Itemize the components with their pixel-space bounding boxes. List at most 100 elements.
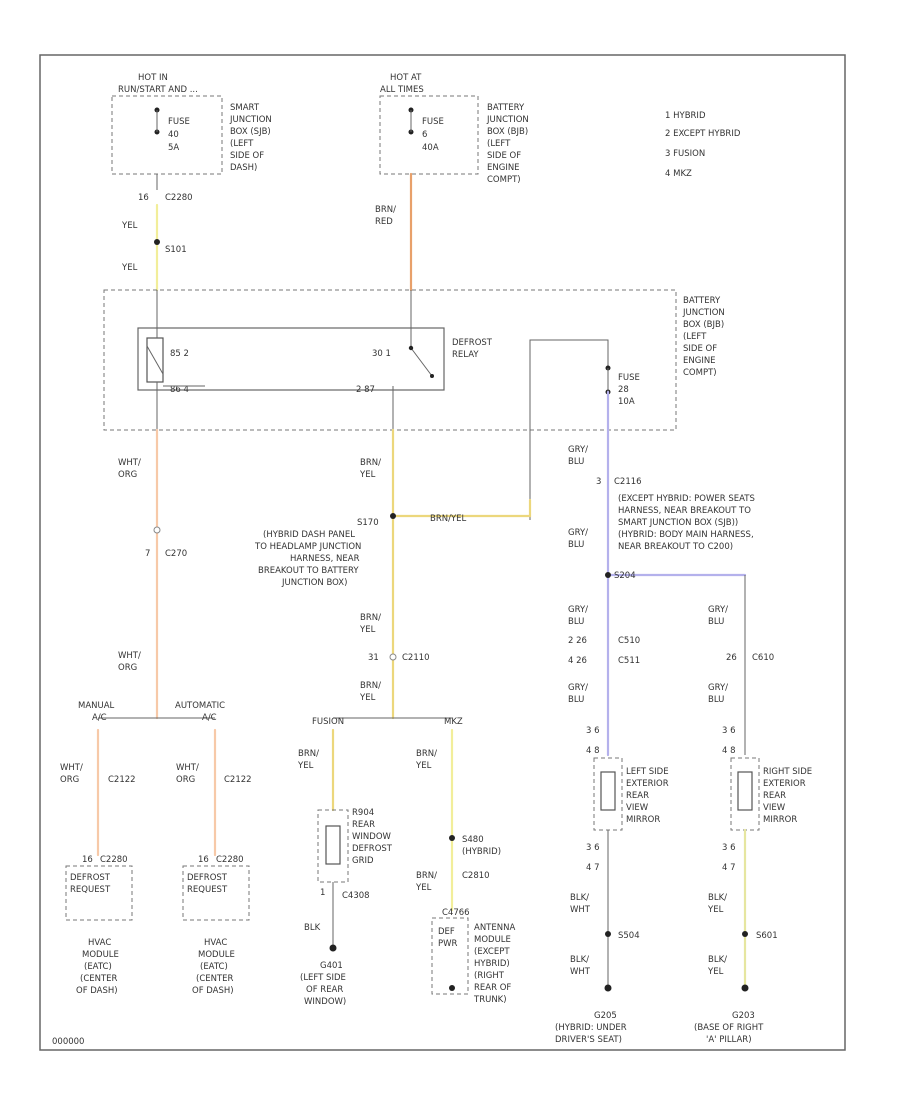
connector-label: C2116 bbox=[614, 477, 642, 487]
pin-label: 16 bbox=[198, 855, 209, 865]
connector-label: C510 bbox=[618, 636, 640, 646]
wire-color-label: YEL bbox=[121, 221, 138, 231]
module-label: OF DASH) bbox=[192, 986, 234, 996]
wire-color-label: ORG bbox=[118, 470, 137, 480]
hvac-module-box bbox=[182, 865, 250, 921]
ground-label: (HYBRID: UNDER bbox=[555, 1023, 627, 1033]
hvac-module-box bbox=[65, 865, 133, 921]
component-label: EXTERIOR bbox=[763, 779, 806, 789]
wire-color-label: YEL bbox=[415, 761, 432, 771]
right-side-mirror: 3 6 4 8 RIGHT SIDE EXTERIOR REAR VIEW MI… bbox=[722, 726, 812, 873]
splice-label: S101 bbox=[165, 245, 187, 255]
legend-item: 4 MKZ bbox=[665, 169, 692, 179]
ground-g203 bbox=[741, 984, 749, 992]
bjb-label: (LEFT bbox=[683, 332, 707, 342]
fuse-label: FUSE bbox=[168, 117, 190, 127]
bjb-outline bbox=[103, 289, 677, 431]
pin-label: 4 8 bbox=[586, 746, 600, 756]
module-label: ANTENNA bbox=[474, 923, 515, 933]
ground-g205 bbox=[604, 984, 612, 992]
wire-color-label: ORG bbox=[118, 663, 137, 673]
component-label: MIRROR bbox=[626, 815, 660, 825]
wire-color-label: BRN/ bbox=[360, 458, 381, 468]
wire-color-label: YEL bbox=[297, 761, 314, 771]
rear-window-defrost-grid: R904 REAR WINDOW DEFROST GRID bbox=[317, 808, 393, 883]
splice-note: HARNESS, NEAR bbox=[290, 554, 360, 564]
wire-color-label: WHT bbox=[570, 967, 591, 977]
connector-label: C2122 bbox=[224, 775, 252, 785]
wire-color-label: BLK/ bbox=[570, 893, 589, 903]
hot-at-source: HOT AT ALL TIMES FUSE 6 40A BATTERY JUNC… bbox=[379, 73, 529, 185]
module-label: TRUNK) bbox=[473, 995, 507, 1005]
wire-color-label: YEL bbox=[359, 693, 376, 703]
bjb-label: BATTERY bbox=[683, 296, 721, 306]
splice-s504 bbox=[605, 931, 611, 937]
antenna-ground bbox=[449, 985, 455, 991]
diagram-id: 000000 bbox=[52, 1037, 84, 1047]
hvac-module-automatic: 16 C2280 DEFROST REQUEST HVAC MODULE (EA… bbox=[182, 855, 250, 996]
sjb-label: BOX (SJB) bbox=[230, 127, 271, 137]
legend-item: 1 HYBRID bbox=[665, 111, 706, 121]
wire-color-label: GRY/ bbox=[568, 445, 588, 455]
wire-color-label: BRN/ bbox=[360, 681, 381, 691]
relay-coil bbox=[146, 337, 164, 383]
module-pin-label: DEF bbox=[438, 927, 455, 937]
pin-label: 1 bbox=[320, 888, 325, 898]
bjb-label: BOX (BJB) bbox=[487, 127, 528, 137]
wire-color-label: YEL bbox=[707, 967, 724, 977]
splice-s170 bbox=[390, 513, 396, 519]
ground-label: DRIVER'S SEAT) bbox=[555, 1035, 622, 1045]
wire-color-label: BRN/ bbox=[375, 205, 396, 215]
sjb-label: SIDE OF bbox=[230, 151, 264, 161]
module-label: (EATC) bbox=[84, 962, 112, 972]
mirror-heater bbox=[600, 771, 616, 811]
splice-s601 bbox=[742, 931, 748, 937]
option-label: A/C bbox=[202, 713, 217, 723]
pin-label: 3 6 bbox=[586, 726, 600, 736]
module-label: HVAC bbox=[88, 938, 111, 948]
bjb-label: (LEFT bbox=[487, 139, 511, 149]
module-label: (EATC) bbox=[200, 962, 228, 972]
bjb-label: ENGINE bbox=[683, 356, 716, 366]
component-label: REAR bbox=[626, 791, 649, 801]
bjb-label: BOX (BJB) bbox=[683, 320, 724, 330]
relay-label: DEFROST bbox=[452, 338, 493, 348]
bjb-label: SIDE OF bbox=[683, 344, 717, 354]
sjb-label: DASH) bbox=[230, 163, 257, 173]
module-pin-label: DEFROST bbox=[70, 873, 111, 883]
wire-color-label: WHT/ bbox=[118, 651, 141, 661]
wire-segment bbox=[529, 339, 609, 520]
pin-label: 4 7 bbox=[722, 863, 736, 873]
wire-color-label: BRN/ bbox=[416, 871, 437, 881]
sjb-label: SMART bbox=[230, 103, 260, 113]
component-label: VIEW bbox=[626, 803, 649, 813]
fuse-label: 40A bbox=[422, 143, 439, 153]
wire-color-label: BRN/ bbox=[360, 613, 381, 623]
relay-pin-label: 30 1 bbox=[372, 349, 391, 359]
component-label: RIGHT SIDE bbox=[763, 767, 812, 777]
pin-label: 4 26 bbox=[568, 656, 587, 666]
wire-color-label: BRN/ bbox=[298, 749, 319, 759]
source-label: ALL TIMES bbox=[380, 85, 424, 95]
component-label: REAR bbox=[763, 791, 786, 801]
splice-label: S504 bbox=[618, 931, 640, 941]
mirror-outline bbox=[593, 757, 623, 831]
connector-label: C2280 bbox=[165, 193, 193, 203]
pin-label: 3 6 bbox=[722, 843, 736, 853]
defrost-relay-body bbox=[137, 327, 445, 391]
relay-pin-label: 86 4 bbox=[170, 385, 189, 395]
splice-note: HARNESS, NEAR BREAKOUT TO bbox=[618, 506, 751, 516]
pin-label: 4 7 bbox=[586, 863, 600, 873]
wire-color-label: BLU bbox=[568, 540, 584, 550]
connector-label: C4766 bbox=[442, 908, 470, 918]
legend-item: 2 EXCEPT HYBRID bbox=[665, 129, 741, 139]
fuse-label: 5A bbox=[168, 143, 179, 153]
wire-color-label: GRY/ bbox=[568, 683, 588, 693]
connector-label: C2110 bbox=[402, 653, 430, 663]
connector-label: C2810 bbox=[462, 871, 490, 881]
connector-c2110 bbox=[389, 653, 397, 661]
module-label: (RIGHT bbox=[474, 971, 505, 981]
module-label: MODULE bbox=[198, 950, 235, 960]
fuse-label: FUSE bbox=[422, 117, 444, 127]
